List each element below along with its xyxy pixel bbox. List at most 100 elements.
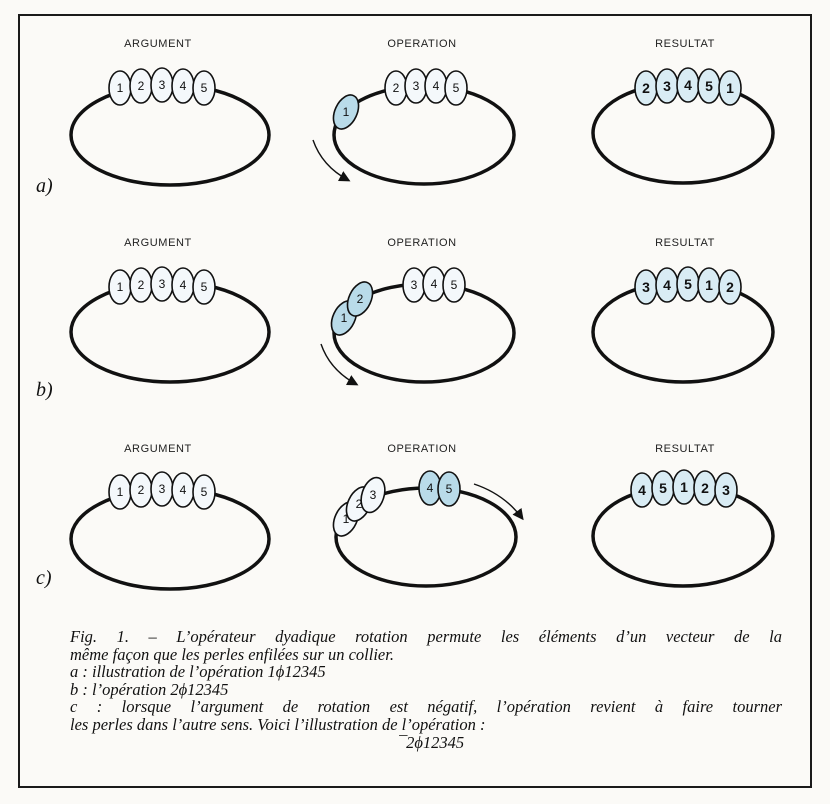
necklace-operation-b: 1 2 3 4 5 [321, 267, 514, 384]
bead-label: 3 [642, 279, 650, 295]
column-header-operation: OPERATION [387, 237, 456, 249]
bead: 3 [151, 68, 173, 102]
bead: 2 [385, 71, 407, 105]
bead-label: 4 [638, 482, 646, 498]
caption-line: Fig. 1. – L’opérateur dyadique rotation … [70, 628, 782, 646]
bead: 4 [656, 268, 678, 302]
bead-label: 5 [201, 485, 208, 499]
bead-label: 1 [726, 80, 734, 96]
bead: 5 [193, 71, 215, 105]
caption-line: c : lorsque l’argument de rotation est n… [70, 698, 782, 716]
bead-label: 1 [117, 81, 124, 95]
bead-label: 5 [453, 81, 460, 95]
bead: 5 [698, 69, 720, 103]
bead: 5 [443, 268, 465, 302]
bead-label: 4 [663, 277, 671, 293]
bead: 5 [677, 267, 699, 301]
bead-label: 5 [451, 278, 458, 292]
bead-label: 3 [159, 277, 166, 291]
bead: 3 [403, 268, 425, 302]
bead-label: 5 [446, 482, 453, 496]
bead-label: 2 [138, 483, 145, 497]
bead: 4 [172, 69, 194, 103]
bead: 5 [193, 475, 215, 509]
column-header-operation: OPERATION [387, 443, 456, 455]
bead-label: 1 [343, 105, 350, 119]
bead-label: 1 [680, 479, 688, 495]
bead: 5 [652, 471, 674, 505]
caption-line: a : illustration de l’opération 1ϕ12345 [70, 663, 782, 681]
bead: 4 [423, 267, 445, 301]
bead-label: 4 [431, 277, 438, 291]
necklace-ring [71, 85, 269, 185]
bead: 5 [445, 71, 467, 105]
necklace-result-a: 2 3 4 5 1 [593, 68, 773, 183]
bead-label: 1 [117, 485, 124, 499]
column-header-argument: ARGUMENT [124, 38, 192, 50]
figure-caption: Fig. 1. – L’opérateur dyadique rotation … [70, 628, 782, 751]
column-header-resultat: RESULTAT [655, 38, 715, 50]
bead: 4 [677, 68, 699, 102]
bead-label: 5 [684, 276, 692, 292]
row-label-a: a) [36, 175, 53, 197]
bead-label: 4 [180, 79, 187, 93]
bead: 5 [193, 270, 215, 304]
necklace-result-b: 3 4 5 1 2 [593, 267, 773, 382]
column-header-operation: OPERATION [387, 38, 456, 50]
caption-line: même façon que les perles enfilées sur u… [70, 646, 782, 664]
bead-label: 2 [138, 79, 145, 93]
bead: 3 [715, 473, 737, 507]
bead: 2 [130, 473, 152, 507]
caption-line: b : l’opération 2ϕ12345 [70, 681, 782, 699]
necklace-operation-a: 1 2 3 4 5 [313, 69, 514, 184]
bead-label: 4 [427, 481, 434, 495]
bead-label: 5 [705, 78, 713, 94]
bead: 2 [719, 270, 741, 304]
rotation-arrow [313, 140, 348, 180]
bead: 4 [631, 473, 653, 507]
bead-label: 2 [393, 81, 400, 95]
bead-label: 3 [663, 78, 671, 94]
column-header-resultat: RESULTAT [655, 237, 715, 249]
row-label-b: b) [36, 379, 53, 401]
bead-label: 2 [138, 278, 145, 292]
bead-label: 2 [642, 80, 650, 96]
bead-label: 5 [659, 480, 667, 496]
necklace-operation-c: 1 2 3 4 5 [328, 471, 522, 586]
bead-label: 4 [180, 278, 187, 292]
bead-label: 1 [705, 277, 713, 293]
bead-label: 1 [117, 280, 124, 294]
bead-label: 3 [411, 278, 418, 292]
bead: 1 [109, 475, 131, 509]
bead-label: 3 [370, 488, 377, 502]
bead: 3 [405, 69, 427, 103]
bead: 1 [698, 268, 720, 302]
necklace-argument-c: 1 2 3 4 5 [71, 472, 269, 589]
bead-label: 4 [180, 483, 187, 497]
caption-line: ¯2ϕ12345 [70, 734, 782, 752]
row-label-c: c) [36, 567, 52, 589]
bead-label: 2 [701, 480, 709, 496]
column-header-argument: ARGUMENT [124, 443, 192, 455]
bead-label: 3 [413, 79, 420, 93]
bead-label: 4 [684, 77, 692, 93]
bead: 3 [151, 267, 173, 301]
bead: 2 [694, 471, 716, 505]
bead: 2 [130, 69, 152, 103]
bead-label: 3 [159, 78, 166, 92]
bead: 1 [673, 470, 695, 504]
necklace-ring [334, 86, 514, 184]
rotation-arrow [474, 484, 522, 518]
bead-label: 2 [726, 279, 734, 295]
bead: 1 [109, 270, 131, 304]
bead: 2 [130, 268, 152, 302]
bead: 3 [656, 69, 678, 103]
bead-label: 2 [357, 292, 364, 306]
bead-label: 4 [433, 79, 440, 93]
bead: 4 [172, 473, 194, 507]
bead-moved: 5 [438, 472, 460, 506]
necklace-argument-b: 1 2 3 4 5 [71, 267, 269, 382]
bead-label: 5 [201, 81, 208, 95]
bead: 2 [635, 71, 657, 105]
necklace-result-c: 4 5 1 2 3 [593, 470, 773, 586]
